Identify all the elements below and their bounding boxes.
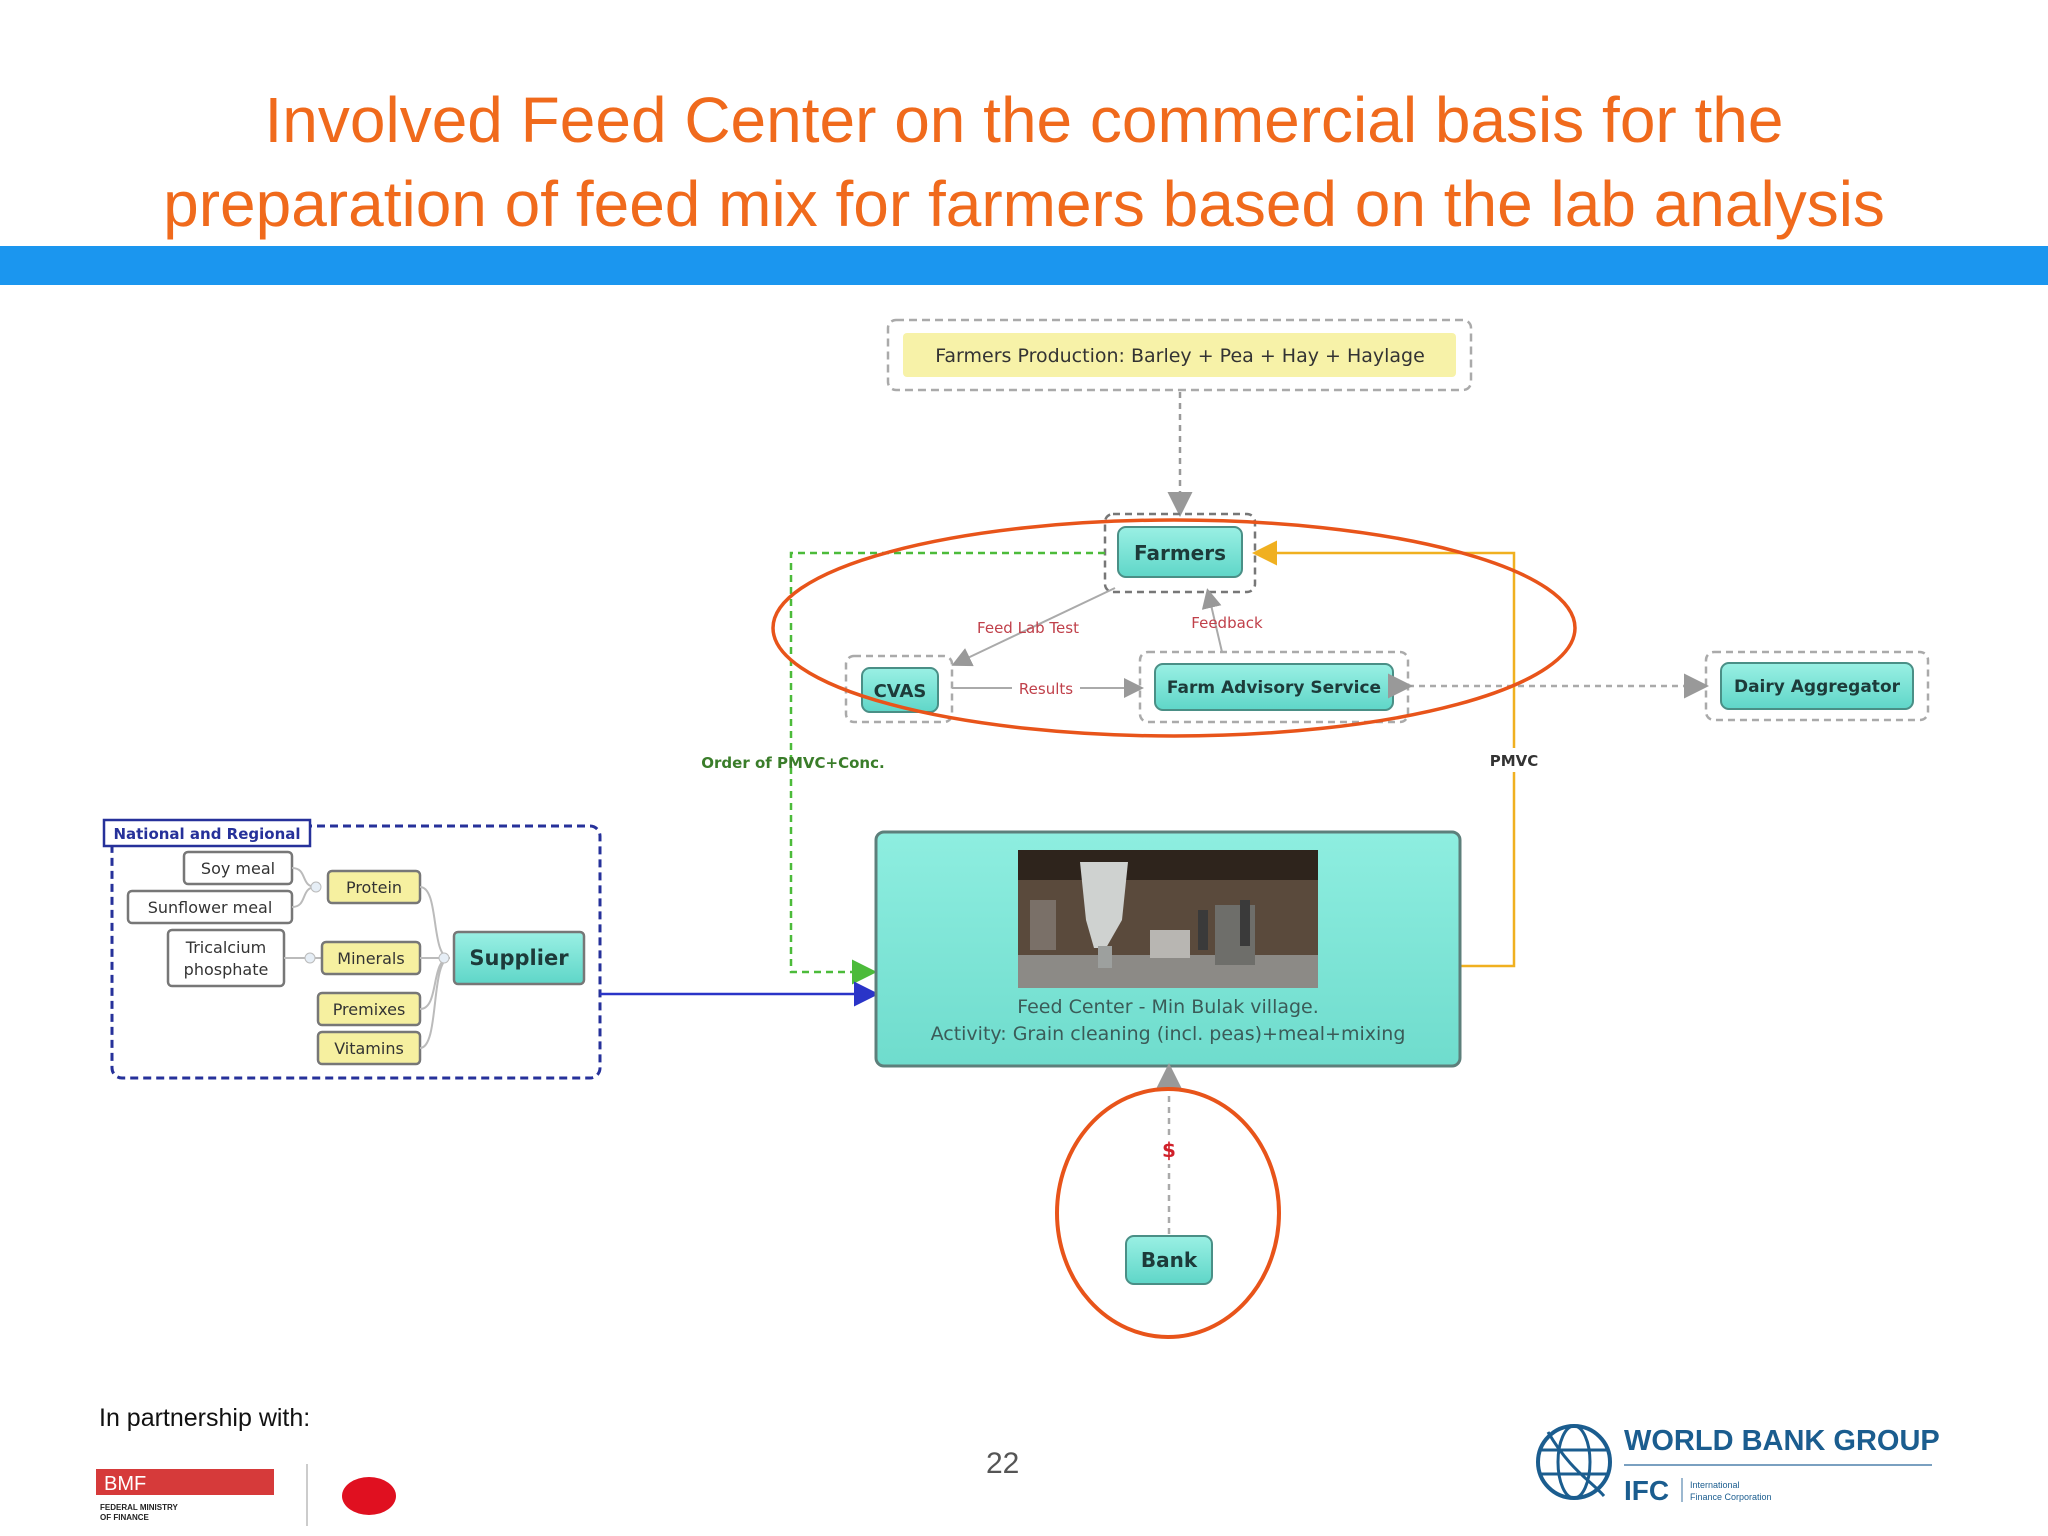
wbg-text: WORLD BANK GROUP bbox=[1624, 1425, 1940, 1457]
supplier-box bbox=[452, 930, 586, 986]
soy-meal-label: Soy meal bbox=[201, 859, 275, 878]
feedback-arrow bbox=[1201, 588, 1223, 653]
globe-icon bbox=[1536, 1424, 1612, 1500]
premixes-label: Premixes bbox=[333, 1000, 406, 1019]
tricalcium-label-2: phosphate bbox=[184, 960, 269, 979]
pmvc-label-bg bbox=[1482, 748, 1546, 772]
dollar-label-bg bbox=[1158, 1136, 1180, 1164]
japan-flag-logo bbox=[342, 1477, 396, 1515]
dairy-aggregator-label: Dairy Aggregator bbox=[1734, 677, 1901, 697]
dairy-aggregator-node: Dairy Aggregator bbox=[1704, 650, 1930, 722]
title-line-1: Involved Feed Center on the commercial b… bbox=[264, 84, 1784, 156]
ifc-sub-2: Finance Corporation bbox=[1690, 1492, 1772, 1502]
feed-center-node: Feed Center - Min Bulak village. Activit… bbox=[874, 830, 1462, 1068]
tricalcium-label-1: Tricalcium bbox=[185, 938, 266, 957]
cvas-label: CVAS bbox=[874, 681, 927, 702]
protein-node-dot bbox=[310, 881, 322, 893]
national-regional-label: National and Regional bbox=[113, 825, 300, 843]
results-label: Results bbox=[1019, 680, 1073, 698]
partnership-label: In partnership with: bbox=[99, 1404, 311, 1432]
bank-node: Bank bbox=[1125, 1235, 1213, 1285]
bmf-logo-sub-1: FEDERAL MINISTRY bbox=[100, 1503, 178, 1512]
bmf-logo-sub-2: OF FINANCE bbox=[100, 1513, 150, 1522]
feed-center-line-1: Feed Center - Min Bulak village. bbox=[1017, 996, 1319, 1018]
farmers-label: Farmers bbox=[1134, 541, 1226, 565]
feedback-label: Feedback bbox=[1191, 614, 1263, 632]
title-line-2: preparation of feed mix for farmers base… bbox=[163, 168, 1885, 240]
protein-label: Protein bbox=[346, 878, 402, 897]
supplier-node-dot bbox=[438, 952, 450, 964]
pmvc-label: PMVC bbox=[1490, 752, 1539, 770]
bmf-logo: BMF FEDERAL MINISTRY OF FINANCE bbox=[96, 1469, 274, 1522]
vitamins-label: Vitamins bbox=[334, 1039, 404, 1058]
dollar-label: $ bbox=[1162, 1138, 1176, 1162]
highlight-ellipse-top bbox=[771, 518, 1577, 738]
farm-advisory-label: Farm Advisory Service bbox=[1167, 678, 1381, 698]
results-label-bg bbox=[1012, 678, 1080, 698]
minerals-node-dot bbox=[304, 952, 316, 964]
feed-lab-test-label: Feed Lab Test bbox=[977, 619, 1079, 637]
feed-center-photo bbox=[1018, 850, 1318, 988]
order-arrow bbox=[789, 551, 1105, 985]
production-node: Farmers Production: Barley + Pea + Hay +… bbox=[886, 318, 1473, 392]
farmers-to-cvas-arrow bbox=[951, 587, 1116, 667]
highlight-circle-bank bbox=[1055, 1087, 1281, 1339]
ifc-text: IFC bbox=[1624, 1475, 1669, 1506]
supplier-label: Supplier bbox=[469, 946, 569, 970]
world-bank-group-logo: WORLD BANK GROUP IFC International Finan… bbox=[1536, 1424, 1940, 1506]
ifc-sub-1: International bbox=[1690, 1480, 1740, 1490]
production-label: Farmers Production: Barley + Pea + Hay +… bbox=[935, 345, 1425, 367]
supplier-connector bbox=[419, 886, 451, 1049]
cvas-node: CVAS bbox=[844, 654, 954, 724]
national-regional-group: National and Regional Soy meal Sunflower… bbox=[102, 818, 602, 1080]
sunflower-meal-label: Sunflower meal bbox=[148, 898, 273, 917]
minerals-label: Minerals bbox=[337, 949, 404, 968]
order-label: Order of PMVC+Conc. bbox=[701, 754, 884, 772]
feed-center-line-2: Activity: Grain cleaning (incl. peas)+me… bbox=[931, 1023, 1406, 1045]
slide-title: Involved Feed Center on the commercial b… bbox=[0, 78, 2048, 246]
farm-advisory-node: Farm Advisory Service bbox=[1138, 650, 1410, 724]
title-band bbox=[0, 246, 2048, 285]
bank-label: Bank bbox=[1141, 1248, 1198, 1272]
farmers-node: Farmers bbox=[1103, 512, 1257, 594]
page-number: 22 bbox=[986, 1447, 1020, 1480]
bmf-logo-text: BMF bbox=[104, 1473, 146, 1495]
